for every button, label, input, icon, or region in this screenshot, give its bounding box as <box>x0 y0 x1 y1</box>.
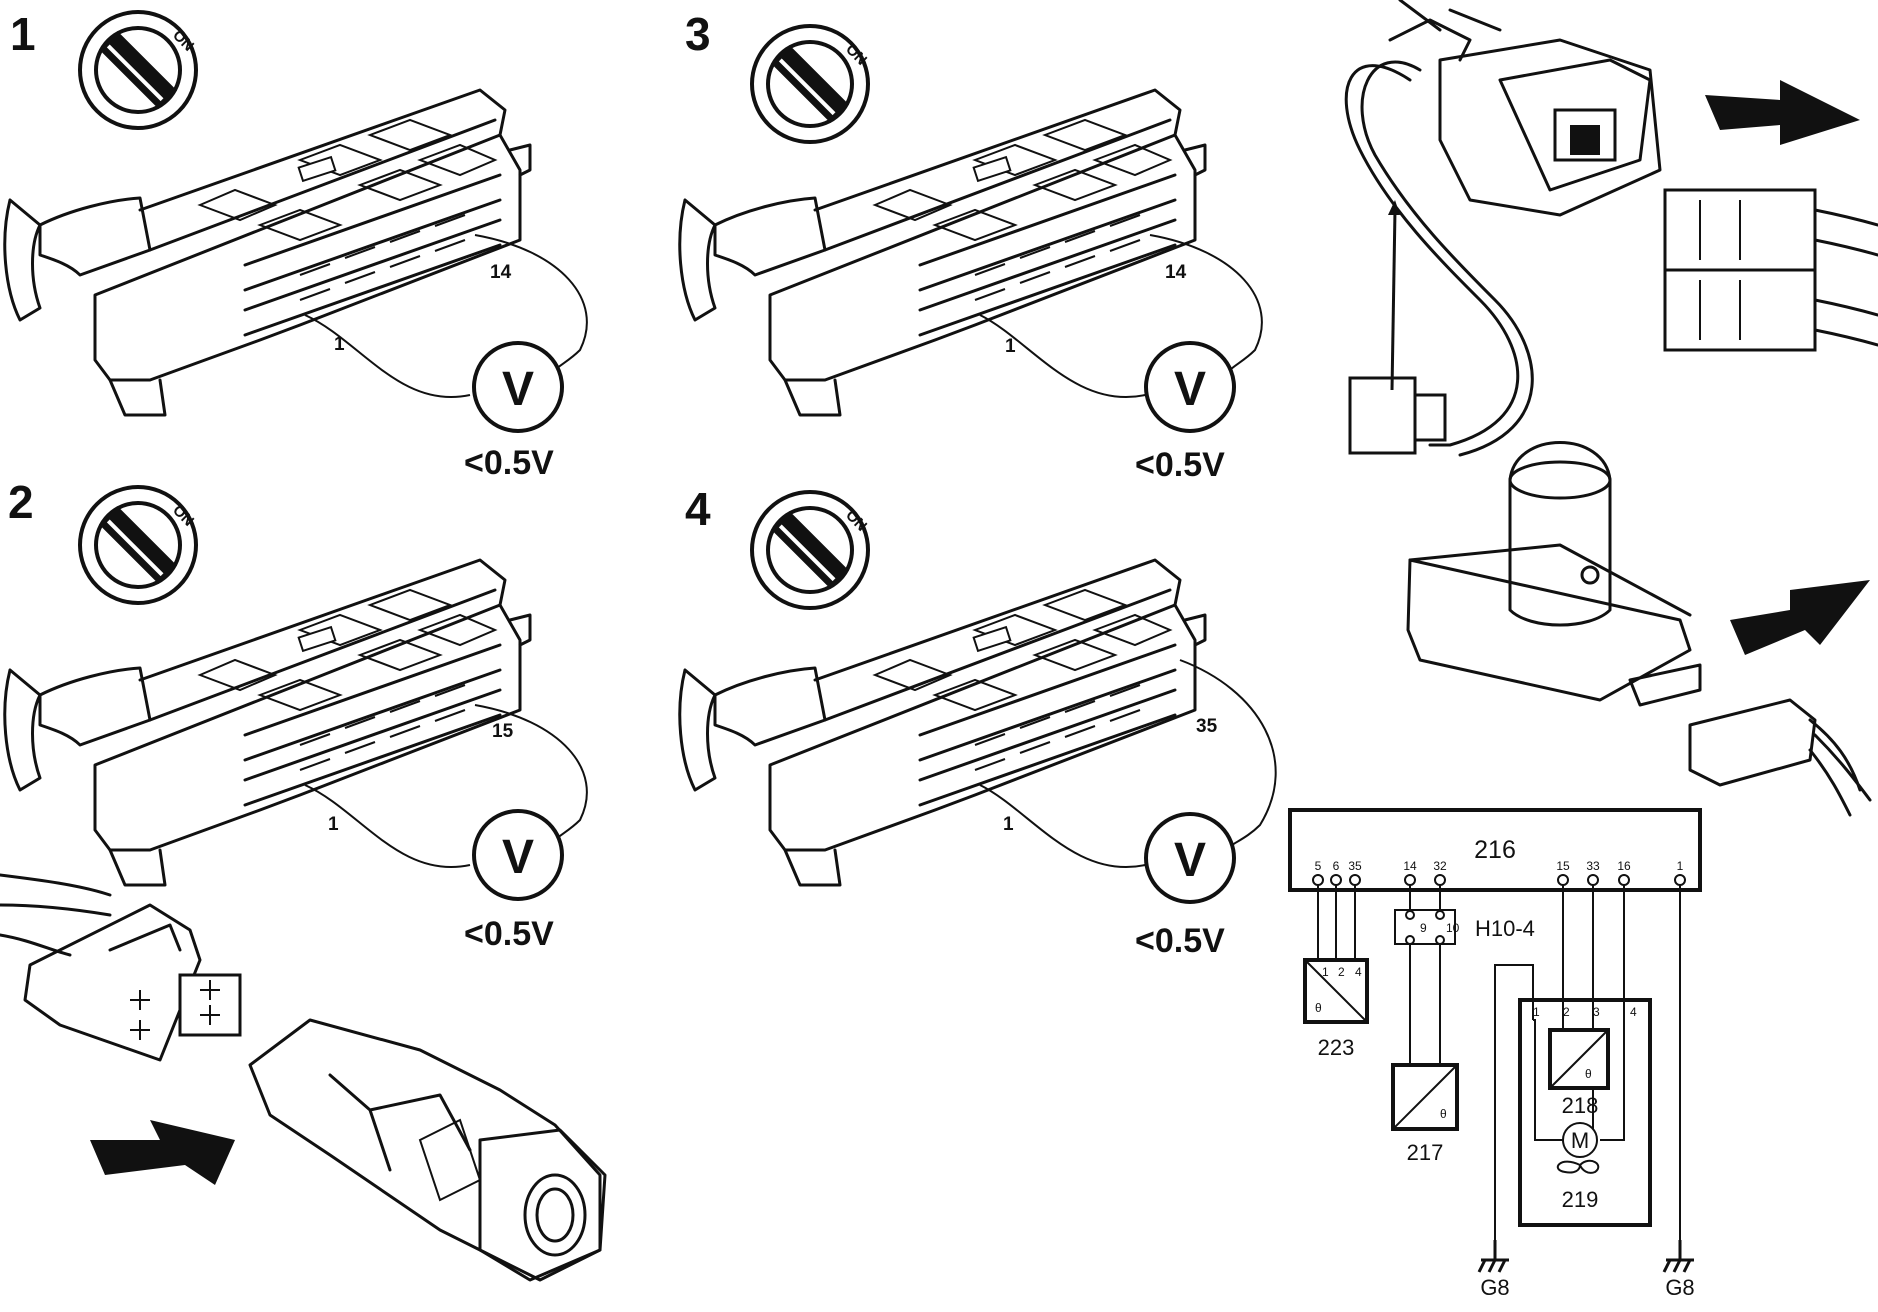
voltmeter-symbol: V <box>502 831 534 884</box>
pin-label-a: 35 <box>1196 716 1218 737</box>
module-pin: 33 <box>1586 859 1600 873</box>
pin-label-b: 1 <box>334 334 345 355</box>
direction-arrow-icon <box>1730 580 1870 655</box>
motor-symbol: M <box>1571 1128 1589 1153</box>
fan-icon <box>1556 1159 1600 1174</box>
step-1-number: 1 <box>10 8 36 60</box>
step-1-panel: 1 ON 14 1 V <0.5V <box>3 8 588 482</box>
module-pin: 15 <box>1556 859 1570 873</box>
assembly-pin: 2 <box>1563 1005 1570 1019</box>
pin-label-b: 1 <box>328 814 339 835</box>
module-pin: 1 <box>1677 859 1684 873</box>
sensor-pin: 1 <box>1322 965 1329 979</box>
mating-connector-illustration <box>1663 188 1878 352</box>
probe-lead-positive <box>474 234 588 371</box>
module-pin: 6 <box>1333 859 1340 873</box>
ground-icon <box>1477 1238 1511 1274</box>
theta-symbol: θ <box>1585 1067 1592 1081</box>
assembly-pin: 3 <box>1593 1005 1600 1019</box>
direction-arrow-icon <box>1705 80 1860 145</box>
voltmeter-symbol: V <box>502 363 534 416</box>
theta-symbol: θ <box>1315 1001 1322 1015</box>
voltmeter-symbol: V <box>1174 834 1206 887</box>
assembly-pin: 1 <box>1533 1005 1540 1019</box>
step-3-panel: 3 ON 14 1 V <0.5V <box>678 8 1263 484</box>
probe-lead-positive <box>1149 234 1263 371</box>
pin-label-a: 14 <box>1165 262 1187 283</box>
wiring-schematic: 216 5 6 35 14 32 15 33 16 1 1 2 4 θ 223 <box>1288 808 1702 1300</box>
step-2-number: 2 <box>8 476 34 528</box>
connector-h10-4-box <box>1394 909 1456 945</box>
voltage-reading: <0.5V <box>464 444 554 482</box>
ecu-connector <box>678 558 1207 887</box>
pin-label-a: 15 <box>492 721 514 742</box>
pin-label-a: 14 <box>490 262 512 283</box>
ground-label: G8 <box>1480 1275 1509 1300</box>
ground-icon <box>1662 1238 1696 1274</box>
voltage-reading: <0.5V <box>1135 922 1225 960</box>
assembly-pin: 4 <box>1630 1005 1637 1019</box>
sensor-218-label: 218 <box>1562 1093 1599 1118</box>
module-label: 216 <box>1474 836 1516 864</box>
ground-wire-left <box>1494 964 1534 1240</box>
probe-lead-negative <box>979 314 1146 398</box>
mating-plug-illustration <box>1688 698 1872 817</box>
probe-lead-negative <box>304 314 471 398</box>
sensor-223-label: 223 <box>1318 1035 1355 1060</box>
step-2-panel: 2 ON 15 1 V <0.5V <box>3 476 588 953</box>
blower-connector-illustration <box>0 873 242 1062</box>
blower-sensor-illustration <box>248 1018 607 1282</box>
voltage-reading: <0.5V <box>464 915 554 953</box>
step-4-number: 4 <box>685 483 711 535</box>
module-pin: 5 <box>1315 859 1322 873</box>
pin-label-b: 1 <box>1005 336 1016 357</box>
ecu-connector <box>3 88 532 417</box>
probe-lead-positive <box>474 704 588 841</box>
theta-symbol: θ <box>1440 1107 1447 1121</box>
sensor-pin: 4 <box>1355 965 1362 979</box>
direction-arrow-icon <box>90 1120 235 1185</box>
step-4-panel: 4 ON 35 1 V <0.5V <box>678 483 1277 960</box>
ecu-connector <box>678 88 1207 417</box>
sensor-pin: 2 <box>1338 965 1345 979</box>
module-pin: 32 <box>1433 859 1447 873</box>
ground-label: G8 <box>1665 1275 1694 1300</box>
probe-lead-negative <box>979 784 1146 868</box>
module-pin: 14 <box>1403 859 1417 873</box>
temperature-probe-illustration <box>1344 0 1662 457</box>
step-3-number: 3 <box>685 8 711 60</box>
connector-label: H10-4 <box>1475 916 1535 941</box>
sensor-module-illustration <box>1406 441 1702 707</box>
connector-pin: 10 <box>1446 921 1460 935</box>
voltmeter-symbol: V <box>1174 363 1206 416</box>
probe-lead-positive <box>1179 659 1277 846</box>
motor-219-label: 219 <box>1562 1187 1599 1212</box>
connector-pin: 9 <box>1420 921 1427 935</box>
pin-label-b: 1 <box>1003 814 1014 835</box>
ecu-connector <box>3 558 532 887</box>
voltage-reading: <0.5V <box>1135 446 1225 484</box>
sensor-217-label: 217 <box>1407 1140 1444 1165</box>
module-pin: 35 <box>1348 859 1362 873</box>
probe-lead-negative <box>304 784 471 868</box>
module-pin: 16 <box>1617 859 1631 873</box>
